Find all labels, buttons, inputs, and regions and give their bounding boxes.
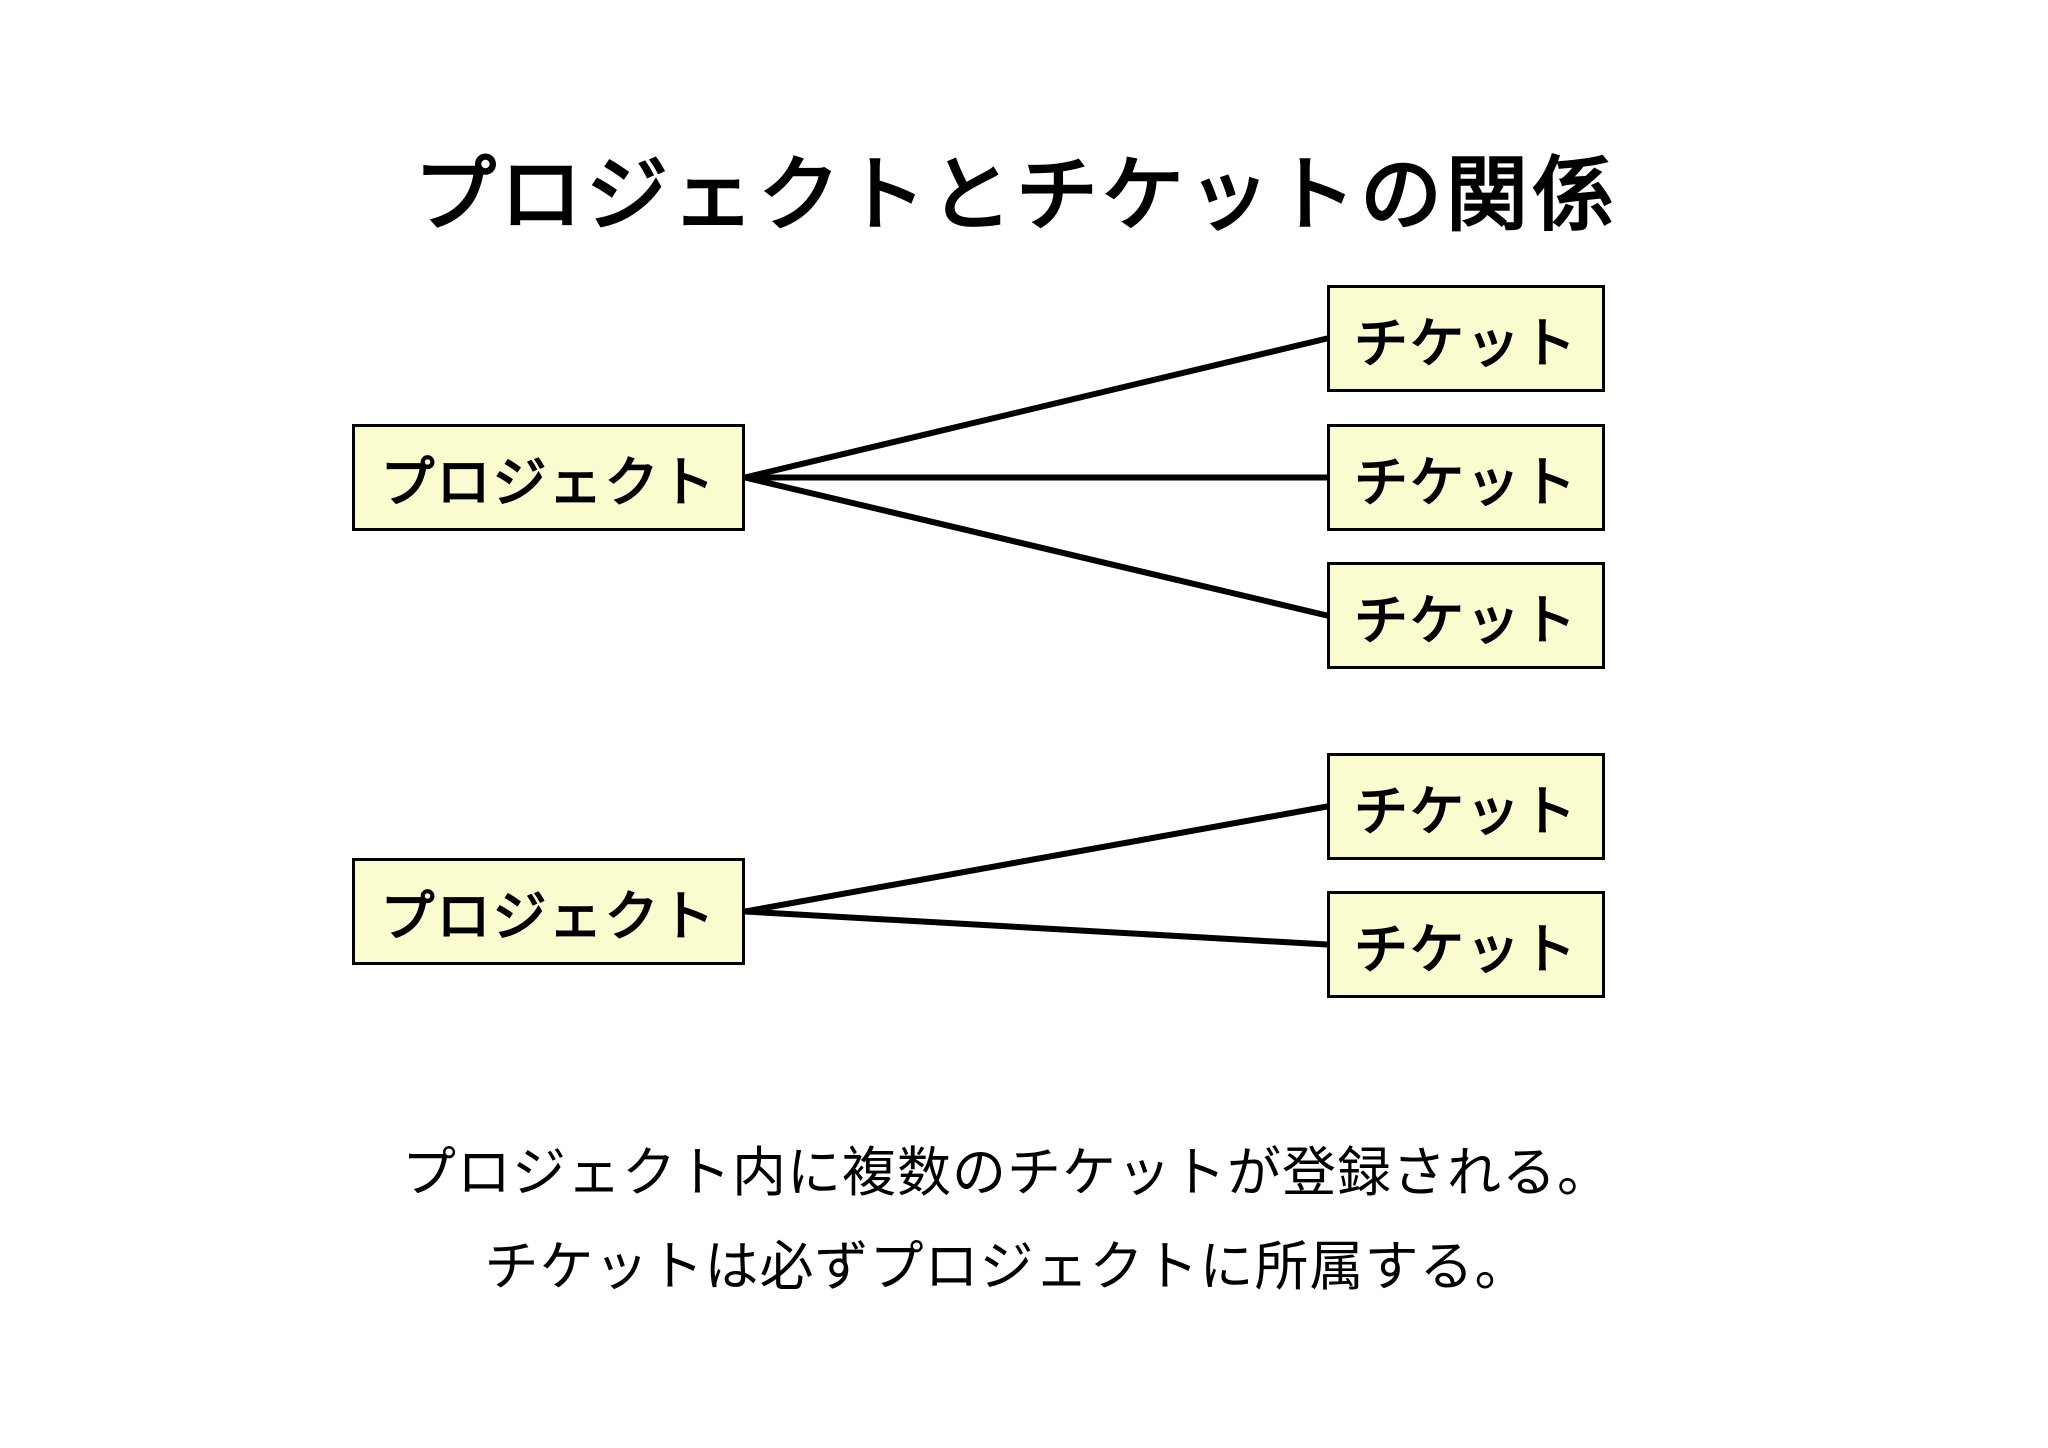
connector-line — [742, 803, 1330, 915]
ticket-node-2-label: チケット — [1354, 453, 1578, 513]
project-node-2: プロジェクト — [352, 858, 745, 965]
ticket-node-4-label: チケット — [1354, 782, 1578, 842]
ticket-node-5-label: チケット — [1354, 920, 1578, 980]
caption-line-2: チケットは必ずプロジェクトに所属する。 — [484, 1237, 1530, 1297]
project-node-1-label: プロジェクト — [380, 453, 717, 513]
caption-text: プロジェクト内に複数のチケットが登録される。 チケットは必ずプロジェクトに所属す… — [0, 1126, 2014, 1314]
ticket-node-1-label: チケット — [1354, 314, 1578, 374]
caption-line-1: プロジェクト内に複数のチケットが登録される。 — [402, 1143, 1612, 1203]
project-node-2-label: プロジェクト — [380, 887, 717, 947]
connector-line — [742, 335, 1330, 481]
connector-line — [742, 474, 1330, 619]
ticket-node-3: チケット — [1327, 562, 1605, 669]
project-node-1: プロジェクト — [352, 424, 745, 531]
diagram-title: プロジェクトとチケットの関係 — [413, 149, 1618, 241]
ticket-node-3-label: チケット — [1354, 591, 1578, 651]
connector-line — [742, 908, 1330, 948]
ticket-node-1: チケット — [1327, 285, 1605, 392]
ticket-node-5: チケット — [1327, 891, 1605, 998]
ticket-node-2: チケット — [1327, 424, 1605, 531]
ticket-node-4: チケット — [1327, 753, 1605, 860]
